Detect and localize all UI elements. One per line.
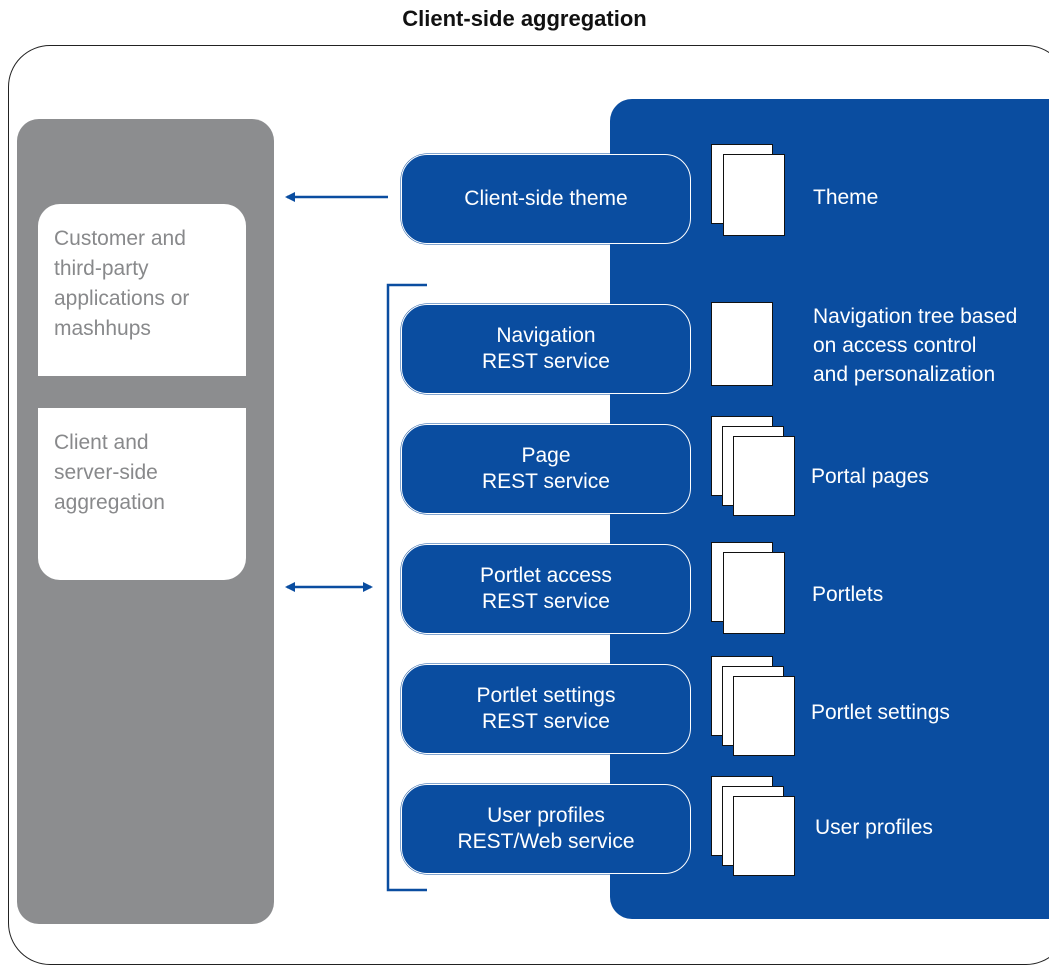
pill-line: REST/Web service: [457, 830, 635, 853]
portlet-settings-label: Portlet settings: [811, 700, 950, 726]
aggregation-box: Client and server-side aggregation: [38, 408, 246, 580]
user-profiles-label: User profiles: [815, 815, 933, 841]
document-icon: [723, 154, 785, 236]
pill-line: Portlet settings: [476, 684, 616, 707]
pill-line: REST service: [482, 710, 610, 733]
pill-line: Navigation: [496, 324, 596, 347]
portal-pages-label: Portal pages: [811, 464, 929, 490]
navigation-service-pill: Navigation REST service: [401, 304, 691, 394]
portlet-access-service-pill: Portlet access REST service: [401, 544, 691, 634]
pill-line: Page: [521, 444, 571, 467]
label-line: Portlets: [812, 583, 884, 606]
label-line: Theme: [813, 186, 879, 209]
applications-box-line: applications or: [54, 287, 190, 310]
applications-box: Customer and third-party applications or…: [38, 204, 246, 376]
document-icon: [711, 302, 773, 386]
pill-line: Client-side theme: [464, 187, 628, 210]
label-line: Navigation tree based: [813, 305, 1018, 328]
pill-line: REST service: [482, 470, 610, 493]
portlets-label: Portlets: [812, 582, 883, 608]
applications-box-line: Customer and: [54, 227, 186, 250]
portlet-settings-service-pill: Portlet settings REST service: [401, 664, 691, 754]
user-profiles-service-pill: User profiles REST/Web service: [401, 784, 691, 874]
aggregation-box-line: aggregation: [54, 491, 165, 514]
document-icon: [733, 436, 795, 516]
document-icon: [723, 552, 785, 634]
document-icon: [733, 796, 795, 876]
label-line: User profiles: [815, 816, 933, 839]
applications-box-line: mashhups: [54, 317, 151, 340]
pill-line: REST service: [482, 350, 610, 373]
label-line: Portal pages: [811, 465, 929, 488]
pill-line: User profiles: [487, 804, 605, 827]
theme-label: Theme: [813, 185, 878, 211]
client-side-theme-pill: Client-side theme: [401, 154, 691, 244]
diagram-title: Client-side aggregation: [402, 6, 647, 31]
pill-line: REST service: [482, 590, 610, 613]
label-line: on access control: [813, 334, 977, 357]
navigation-tree-label: Navigation tree based on access control …: [813, 302, 1017, 389]
page-service-pill: Page REST service: [401, 424, 691, 514]
aggregation-box-line: Client and: [54, 431, 149, 454]
document-icon: [733, 676, 795, 756]
label-line: and personalization: [813, 363, 996, 386]
label-line: Portlet settings: [811, 701, 950, 724]
pill-line: Portlet access: [480, 564, 612, 587]
applications-box-line: third-party: [54, 257, 149, 280]
aggregation-box-line: server-side: [54, 461, 158, 484]
